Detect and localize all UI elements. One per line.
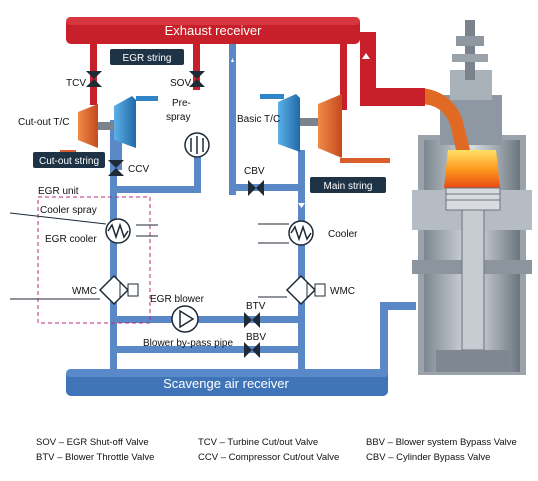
exhaust-receiver-label: Exhaust receiver [165,23,262,38]
scavenge-air-receiver: Scavenge air receiver [66,369,388,396]
cbv-valve[interactable] [248,180,264,196]
legend-col-3: BBV – Blower system Bypass Valve CBV – C… [366,435,517,465]
btv-valve[interactable] [244,312,260,328]
egr-unit-box [37,196,151,324]
label-egr-cooler: EGR cooler [45,234,97,245]
cutout-compressor [114,96,136,148]
label-egr-blower: EGR blower [150,294,205,305]
legend-btv: BTV – Blower Throttle Valve [36,452,155,463]
pre-spray-unit [184,132,210,158]
basic-turbocharger [260,94,390,163]
svg-text:Cut-out string: Cut-out string [39,156,99,167]
ccv-valve[interactable] [108,160,124,176]
egr-blower [171,305,199,333]
wmc-left [98,274,139,306]
tag-cutout-string: Cut-out string [33,152,105,168]
label-sov: SOV [170,78,191,89]
legend-cbv: CBV – Cylinder Bypass Valve [366,452,491,463]
egr-cooler [105,218,131,244]
svg-text:EGR string: EGR string [123,53,172,64]
label-cbv: CBV [244,166,265,177]
basic-turbine [318,94,342,158]
legend-ccv: CCV – Compressor Cut/out Valve [198,452,340,463]
flow-arrow-heads [231,53,404,322]
label-btv: BTV [246,301,266,312]
label-blower-bypass: Blower by-pass pipe [143,338,233,349]
cutout-turbocharger [60,96,158,154]
engine-cutaway [412,20,532,375]
label-wmc-left: WMC [72,286,97,297]
legend-sov: SOV – EGR Shut-off Valve [36,437,149,448]
label-cutout-tc: Cut-out T/C [18,117,70,128]
label-spray: spray [166,112,190,123]
legend-tcv: TCV – Turbine Cut/out Valve [198,437,319,448]
legend-col-1: SOV – EGR Shut-off Valve BTV – Blower Th… [36,435,154,465]
scavenge-receiver-label: Scavenge air receiver [163,376,289,391]
label-wmc-right: WMC [330,286,355,297]
label-basic-tc: Basic T/C [237,114,280,125]
bbv-valve[interactable] [244,342,260,358]
svg-text:Main string: Main string [324,181,373,192]
flow-arrows [9,212,289,300]
tag-main-string: Main string [310,177,386,193]
cooler-main [288,220,314,246]
label-pre: Pre- [172,98,191,109]
exhaust-pipes [90,32,425,110]
wmc-right [285,274,326,306]
exhaust-receiver: Exhaust receiver [66,17,360,44]
label-ccv: CCV [128,164,149,175]
label-cooler-spray: Cooler spray [40,205,97,216]
cutout-turbine [78,104,98,148]
label-cooler: Cooler [328,229,358,240]
label-tcv: TCV [66,78,86,89]
basic-compressor [278,94,300,152]
label-egr-unit: EGR unit [38,186,79,197]
tcv-valve[interactable] [86,71,102,87]
legend-bbv: BBV – Blower system Bypass Valve [366,437,517,448]
legend-col-2: TCV – Turbine Cut/out Valve CCV – Compre… [198,435,339,465]
label-bbv: BBV [246,332,266,343]
tag-egr-string: EGR string [110,49,184,65]
sov-valve[interactable] [189,71,205,87]
